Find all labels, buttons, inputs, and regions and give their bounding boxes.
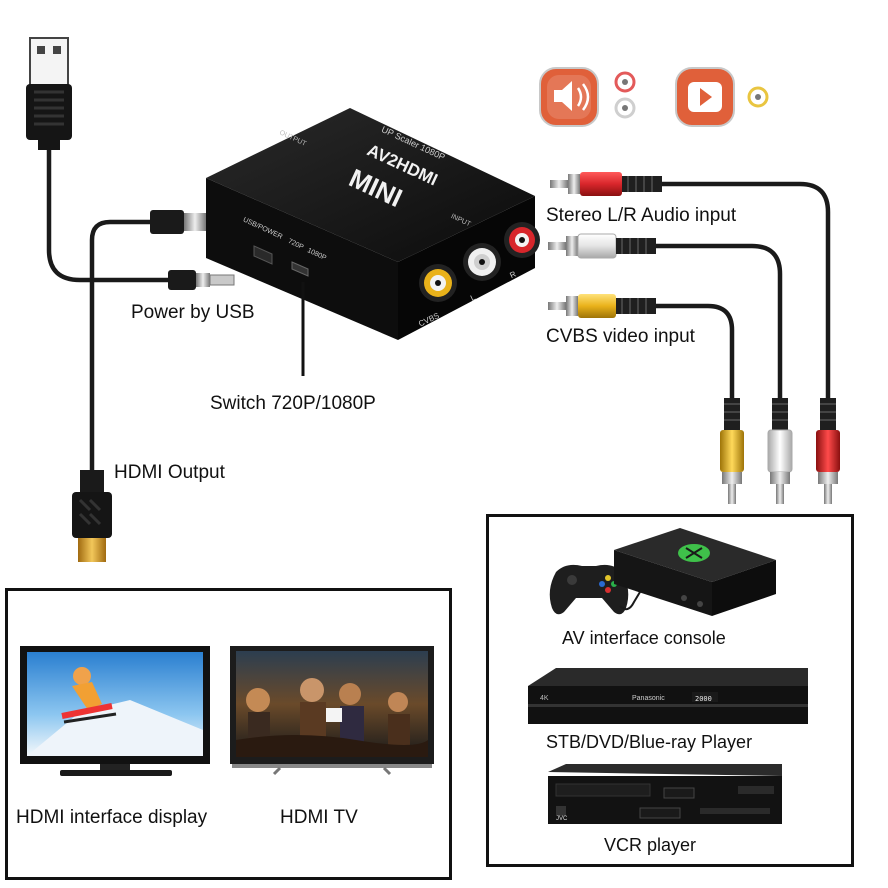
game-console <box>614 528 776 616</box>
play-icon <box>675 67 735 127</box>
rca-plug-yellow-vertical <box>720 398 744 504</box>
rca-socket-left <box>463 243 501 281</box>
vcr-brand: JVC <box>556 816 568 822</box>
vcr-player: JVC <box>548 764 782 824</box>
hdmi-display-monitor <box>20 646 210 776</box>
rca-plug-red-vertical <box>816 398 840 504</box>
usb-plug-icon <box>26 37 72 150</box>
label-power-usb: Power by USB <box>131 302 255 323</box>
game-controller <box>549 564 641 615</box>
player-brand: Panasonic <box>632 695 665 702</box>
hdmi-plug-upper <box>150 210 206 234</box>
device-port-r: R <box>508 269 517 280</box>
hdmi-outputs-panel <box>5 588 452 880</box>
video-jack-yellow-icon <box>747 86 769 108</box>
hdmi-tv <box>230 646 434 776</box>
speaker-icon <box>539 67 599 127</box>
mini-usb-plug <box>168 270 235 290</box>
label-stb-dvd-bluray: STB/DVD/Blue-ray Player <box>546 732 753 752</box>
label-av-console: AV interface console <box>562 628 726 648</box>
player-display: 2000 <box>695 695 712 703</box>
label-hdmi-output: HDMI Output <box>114 462 225 483</box>
label-cvbs-video: CVBS video input <box>546 326 695 347</box>
audio-jack-red-icon <box>614 71 636 93</box>
audio-jack-white-icon <box>614 97 636 119</box>
rca-plug-red-horizontal <box>550 172 662 196</box>
cables <box>46 150 831 480</box>
rca-socket-cvbs <box>419 264 457 302</box>
label-stereo-audio: Stereo L/R Audio input <box>546 205 737 226</box>
blu-ray-player: 4K Panasonic 2000 <box>528 668 808 724</box>
av-sources-panel <box>486 514 854 867</box>
label-vcr: VCR player <box>604 835 697 855</box>
rca-plug-white-vertical <box>767 398 793 504</box>
rca-plug-white-horizontal <box>548 233 656 259</box>
label-hdmi-display: HDMI interface display <box>16 807 208 828</box>
label-switch: Switch 720P/1080P <box>210 393 376 414</box>
hdmi-plug-icon <box>72 470 112 562</box>
label-hdmi-tv: HDMI TV <box>280 807 358 828</box>
rca-socket-right <box>504 222 540 258</box>
av2hdmi-converter: MINI AV2HDMI UP Scaler 1080P OUTPUT INPU… <box>206 108 540 340</box>
device-port-l: L <box>469 292 477 302</box>
rca-plug-yellow-horizontal <box>548 294 656 318</box>
svg-text:4K: 4K <box>540 695 549 702</box>
